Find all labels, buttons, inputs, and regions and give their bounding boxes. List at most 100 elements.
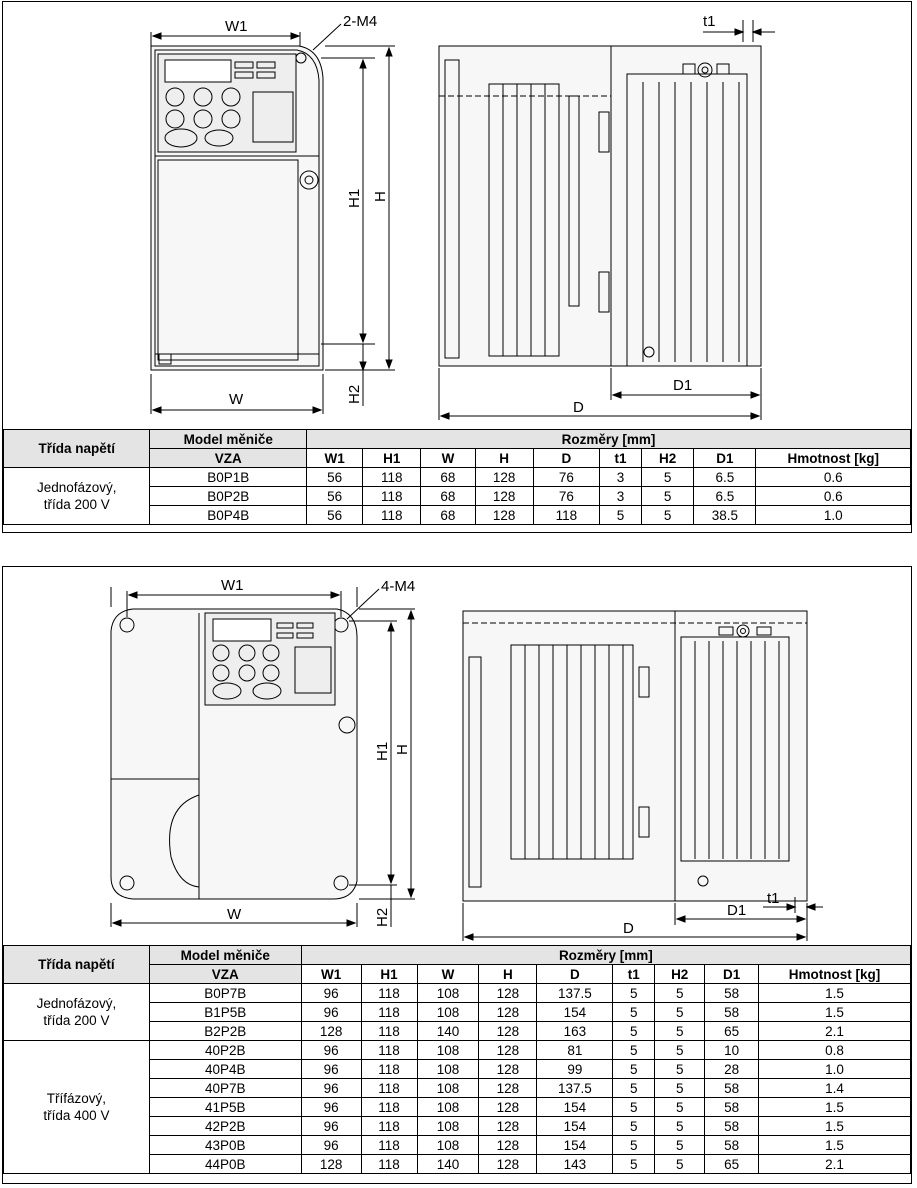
value-cell: 154 [536,1116,614,1136]
value-cell: 128 [478,1097,538,1117]
value-cell: 5 [612,1002,656,1022]
value-cell: 0.8 [758,1040,911,1060]
value-cell: 58 [704,1078,760,1098]
label-w1: W1 [225,18,248,35]
value-cell: 96 [300,1002,362,1022]
value-cell: 2.1 [758,1154,911,1174]
value-cell: 0.6 [755,486,911,506]
value-cell: 118 [360,1097,418,1117]
value-cell: 5 [612,1097,656,1117]
value-cell: 56 [305,486,364,506]
col-h1: H1 [362,448,422,468]
value-cell: 56 [305,467,364,487]
voltage-class-cell: Jednofázový,třída 200 V [3,983,150,1041]
label-h1: H1 [346,189,363,208]
value-cell: 5 [598,505,643,525]
value-cell: 5 [612,1040,656,1060]
col-h1: H1 [360,964,418,984]
model-cell: 41P5B [148,1097,302,1117]
col-t1: t1 [612,964,656,984]
value-cell: 154 [536,1097,614,1117]
value-cell: 163 [536,1021,614,1041]
value-cell: 76 [532,467,600,487]
col-d: D [532,448,600,468]
value-cell: 5 [654,1078,706,1098]
value-cell: 10 [704,1040,760,1060]
value-cell: 128 [478,1040,538,1060]
voltage-class-line1: Třífázový, [46,1091,107,1106]
label-h: H [372,191,389,202]
value-cell: 58 [704,1097,760,1117]
value-cell: 5 [654,1059,706,1079]
value-cell: 128 [300,1154,362,1174]
col-d1: D1 [704,964,760,984]
value-cell: 118 [360,1059,418,1079]
value-cell: 68 [420,505,476,525]
value-cell: 128 [478,1078,538,1098]
label-h: H [394,744,411,755]
value-cell: 58 [704,983,760,1003]
col-weight: Hmotnost [kg] [758,964,911,984]
header-dims: Rozměry [mm] [300,945,912,965]
voltage-class-line1: Jednofázový, [36,996,117,1011]
model-cell: 40P7B [148,1078,302,1098]
value-cell: 128 [474,486,534,506]
value-cell: 108 [416,1002,480,1022]
col-w1: W1 [300,964,362,984]
value-cell: 2.1 [758,1021,911,1041]
col-h2: H2 [654,964,706,984]
value-cell: 108 [416,1097,480,1117]
value-cell: 96 [300,983,362,1003]
value-cell: 137.5 [536,1078,614,1098]
value-cell: 118 [360,1116,418,1136]
label-d1: D1 [673,377,692,394]
label-mount: 4-M4 [381,578,415,595]
value-cell: 96 [300,1135,362,1155]
label-w: W [229,391,244,408]
value-cell: 5 [654,1135,706,1155]
value-cell: 118 [360,983,418,1003]
value-cell: 96 [300,1059,362,1079]
value-cell: 6.5 [693,486,757,506]
value-cell: 118 [362,505,422,525]
value-cell: 108 [416,1059,480,1079]
model-cell: 40P2B [148,1040,302,1060]
col-w: W [420,448,476,468]
header-dims: Rozměry [mm] [306,429,911,449]
model-cell: B0P2B [149,486,307,506]
label-d1: D1 [727,902,746,919]
value-cell: 99 [536,1059,614,1079]
value-cell: 5 [654,1021,706,1041]
drawing-2: W1 4-M4 H1 H H2 W D D1 t1 [110,577,823,941]
value-cell: 118 [362,486,422,506]
section-1: W1 2-M4 t1 H1 H H2 W D D1 Třída napětí M… [2,1,912,533]
label-h2: H2 [374,908,391,927]
side-view [462,610,808,902]
voltage-class-cell: Třífázový,třída 400 V [3,1040,150,1174]
value-cell: 140 [416,1021,480,1041]
value-cell: 143 [536,1154,614,1174]
model-cell: 40P4B [148,1059,302,1079]
value-cell: 5 [612,1116,656,1136]
value-cell: 108 [416,983,480,1003]
value-cell: 1.5 [758,1116,911,1136]
value-cell: 118 [362,467,422,487]
col-h: H [478,964,538,984]
model-cell: B0P4B [149,505,307,525]
value-cell: 5 [612,1078,656,1098]
value-cell: 5 [612,1059,656,1079]
model-cell: 43P0B [148,1135,302,1155]
drawing-1: W1 2-M4 t1 H1 H H2 W D D1 [150,13,775,420]
value-cell: 58 [704,1002,760,1022]
value-cell: 1.5 [758,1135,911,1155]
front-view [150,45,324,371]
col-weight: Hmotnost [kg] [755,448,911,468]
value-cell: 118 [532,505,600,525]
value-cell: 118 [360,1078,418,1098]
value-cell: 118 [360,1040,418,1060]
front-view [110,608,358,900]
